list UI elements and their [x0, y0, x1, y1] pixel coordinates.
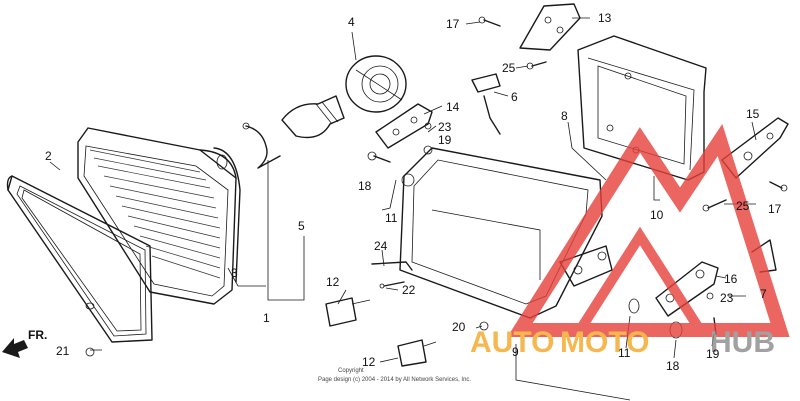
label-23b: 23 — [720, 291, 734, 305]
part-10-housing — [577, 35, 707, 181]
label-18a: 18 — [358, 179, 372, 193]
label-8: 8 — [561, 109, 568, 123]
svg-text:AUTO: AUTO — [470, 326, 554, 359]
part-1-sealed-beam — [77, 127, 241, 305]
label-3: 3 — [231, 266, 238, 280]
label-6: 6 — [511, 90, 518, 104]
label-13: 13 — [598, 11, 612, 25]
label-25b: 25 — [736, 199, 750, 213]
watermark-logo: AUTO MOTO HUB — [470, 123, 790, 359]
label-20: 20 — [452, 320, 466, 334]
part-12-connector — [325, 297, 437, 367]
part-13-bracket — [519, 3, 581, 51]
label-1: 1 — [263, 311, 270, 325]
label-4: 4 — [348, 15, 355, 29]
part-labels: 2 1 3 5 4 17 13 25 6 14 23 19 8 18 11 15… — [45, 11, 782, 373]
part-3-wire — [242, 122, 281, 169]
label-9: 9 — [512, 345, 519, 359]
label-7: 7 — [760, 287, 767, 301]
part-4-socket — [345, 55, 407, 113]
label-11b: 11 — [618, 346, 631, 360]
label-22: 22 — [402, 283, 416, 297]
svg-text:Page design (c) 2004 - 2014 by: Page design (c) 2004 - 2014 by All Netwo… — [318, 377, 471, 383]
leader-lines — [49, 17, 757, 401]
label-2: 2 — [45, 149, 52, 163]
label-25a: 25 — [502, 61, 516, 75]
part-6-clip — [471, 73, 501, 135]
svg-text:MOTO: MOTO — [560, 326, 649, 359]
fr-arrow-icon: FR. — [2, 328, 47, 358]
label-16: 16 — [724, 272, 738, 286]
label-12b: 12 — [362, 355, 376, 369]
label-18b: 18 — [666, 359, 680, 373]
copyright: Copyright Page design (c) 2004 - 2014 by… — [318, 368, 471, 383]
label-19a: 19 — [438, 133, 452, 147]
label-5: 5 — [298, 219, 305, 233]
part-5-bulb — [281, 95, 345, 139]
label-10: 10 — [650, 208, 664, 222]
label-15: 15 — [746, 107, 760, 121]
svg-text:Copyright: Copyright — [338, 368, 364, 374]
label-17b: 17 — [768, 202, 782, 216]
label-24: 24 — [374, 239, 388, 253]
svg-text:HUB: HUB — [710, 326, 775, 359]
svg-text:FR.: FR. — [28, 328, 47, 342]
label-23a: 23 — [438, 120, 452, 134]
label-17a: 17 — [446, 17, 460, 31]
part-2-rim — [6, 175, 153, 343]
label-14: 14 — [446, 100, 460, 114]
label-11a: 11 — [385, 211, 398, 225]
label-19b: 19 — [706, 347, 720, 361]
label-21: 21 — [56, 344, 70, 358]
label-12a: 12 — [326, 275, 340, 289]
part-14-bracket — [375, 103, 433, 149]
